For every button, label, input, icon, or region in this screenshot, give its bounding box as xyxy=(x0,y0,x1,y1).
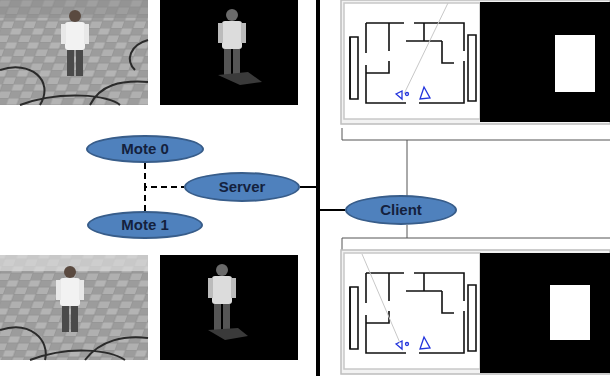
client-node: Client xyxy=(345,195,457,225)
node-label: Mote 1 xyxy=(121,217,169,234)
network-bus xyxy=(316,0,320,376)
camera-photo xyxy=(0,255,148,360)
foreground-mask xyxy=(160,255,298,360)
client-view xyxy=(341,250,610,374)
wired-link xyxy=(300,187,345,210)
mote-node: Mote 1 xyxy=(87,211,203,239)
node-label: Mote 0 xyxy=(121,141,169,158)
node-label: Server xyxy=(219,179,266,196)
foreground-mask xyxy=(160,0,298,105)
client-view xyxy=(341,0,610,124)
bracket xyxy=(342,128,610,250)
node-label: Client xyxy=(380,202,422,219)
wireless-link xyxy=(145,163,184,187)
wireless-link xyxy=(145,187,184,211)
mote-node: Mote 0 xyxy=(86,135,204,163)
server-node: Server xyxy=(184,172,300,202)
camera-photo xyxy=(0,0,148,105)
